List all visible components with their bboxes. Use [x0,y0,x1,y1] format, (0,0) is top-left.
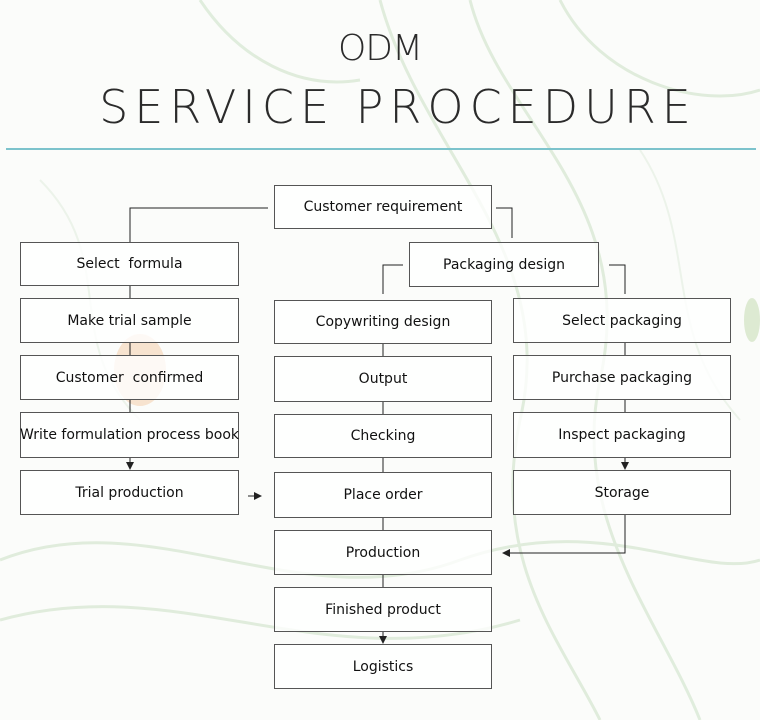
node-checking: Checking [274,414,492,458]
node-trial-production: Trial production [20,470,239,515]
subtitle: SERVICE PROCEDURE [99,80,697,134]
node-place-order: Place order [274,472,492,518]
node-storage: Storage [513,470,731,515]
node-purchase-packaging: Purchase packaging [513,355,731,400]
node-select-packaging: Select packaging [513,298,731,343]
connector-to-select-packaging [609,264,626,294]
node-finished-product: Finished product [274,587,492,632]
node-select-formula: Select formula [20,242,239,286]
connector-to-copywriting [382,264,403,294]
node-inspect-packaging: Inspect packaging [513,412,731,458]
node-copywriting-design: Copywriting design [274,300,492,344]
node-logistics: Logistics [274,644,492,689]
node-packaging-design: Packaging design [409,242,599,287]
header-divider [6,148,756,150]
title: ODM [337,28,423,69]
node-customer-confirmed: Customer confirmed [20,355,239,400]
connector-to-formula [129,207,268,242]
connector-storage-to-production [502,515,626,557]
node-customer-requirement: Customer requirement [274,185,492,229]
node-production: Production [274,530,492,575]
connector-to-packaging [496,207,513,238]
node-write-formulation: Write formulation process book [20,412,239,458]
node-make-trial-sample: Make trial sample [20,298,239,343]
node-output: Output [274,356,492,402]
